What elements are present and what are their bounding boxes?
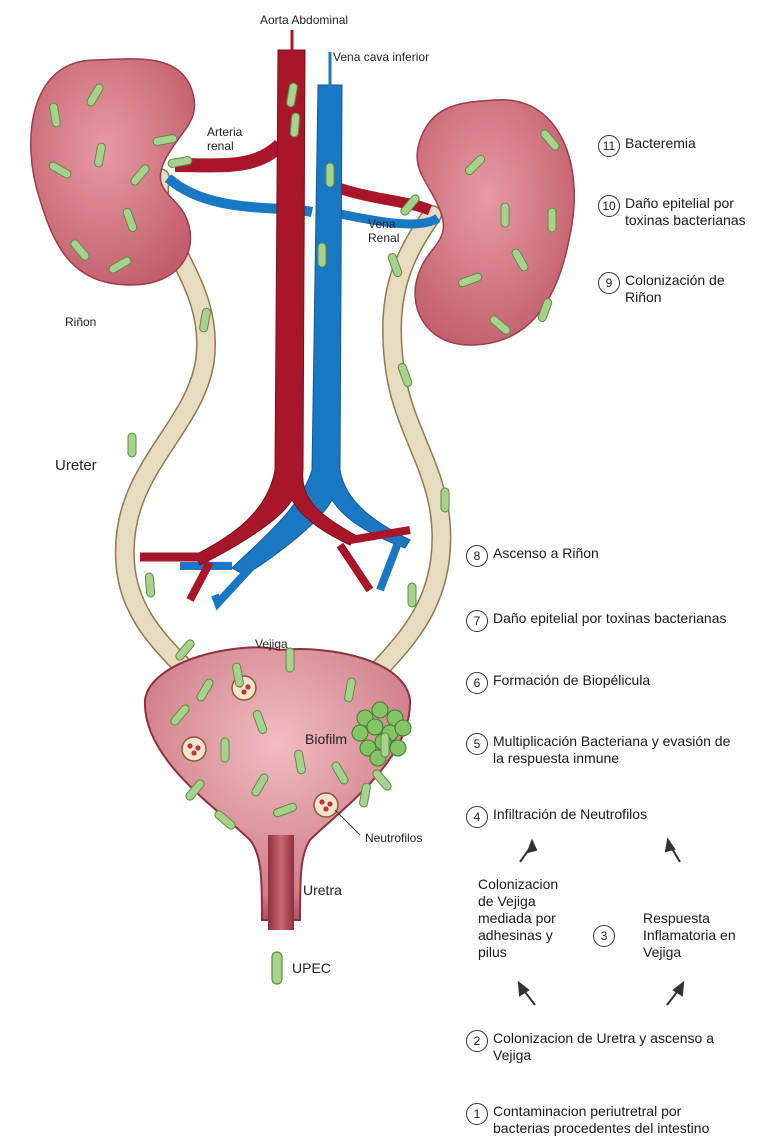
step-9-text: Colonización de Riñon [625,272,725,306]
label-neutrofilos: Neutrofilos [365,831,422,845]
step-11-text: Bacteremia [625,135,696,152]
bacterium [318,243,326,267]
neutrophil-nucleus [195,745,200,750]
step-2-number: 2 [466,1030,488,1052]
label-vena-cava: Vena cava inferior [333,50,429,64]
step-8: 8 Ascenso a Riñon [466,545,599,567]
step-5: 5 Multiplicación Bacteriana y evasión de… [466,733,730,767]
step-4: 4 Infiltración de Neutrofilos [466,806,647,828]
biofilm-cell [367,719,383,735]
neutrophil-nucleus [327,801,332,806]
step-10-text: Daño epitelial por toxinas bacterianas [625,195,746,229]
label-aorta: Aorta Abdominal [260,13,348,27]
cycle-right-text: Respuesta Inflamatoria en Vejiga [643,910,736,961]
label-uretra: Uretra [303,882,342,898]
bacterium [145,573,155,598]
bacterium [548,208,556,232]
neutrophil [182,737,206,761]
step-3: 3 [593,925,620,947]
step-9: 9 Colonización de Riñon [598,272,725,306]
step-1-text: Contaminacion periutretral por bacterias… [493,1103,709,1137]
bacterium [381,733,389,757]
step-10: 10 Daño epitelial por toxinas bacteriana… [598,195,746,229]
bacterium [290,113,300,138]
label-upec: UPEC [292,960,331,976]
step-11: 11 Bacteremia [598,135,696,157]
step-4-number: 4 [466,806,488,828]
bacterium [128,433,136,457]
step-5-text: Multiplicación Bacteriana y evasión de l… [493,733,730,767]
neutrofilos-pointer [335,810,360,835]
label-ureter: Ureter [55,457,97,474]
step-6-text: Formación de Biopélicula [493,672,650,689]
biofilm-cell [352,725,368,741]
step-6-number: 6 [466,672,488,694]
upec-legend-icon [272,952,282,984]
step-8-text: Ascenso a Riñon [493,545,599,562]
step-1-number: 1 [466,1103,488,1125]
step-11-number: 11 [598,135,620,157]
biofilm-cell [372,702,388,718]
bacterium [286,648,294,672]
label-rinon: Riñon [65,315,96,329]
neutrophil-nucleus [245,684,250,689]
urethra [268,835,294,930]
neutrophil-nucleus [241,689,246,694]
neutrophil-nucleus [319,799,324,804]
bacterium [326,163,334,187]
step-7-number: 7 [466,610,488,632]
bacterium [221,738,229,762]
label-biofilm: Biofilm [305,731,347,747]
neutrophil-nucleus [187,743,192,748]
step-1: 1 Contaminacion periutretral por bacteri… [466,1103,709,1137]
neutrophil-nucleus [191,750,196,755]
biofilm-cell [390,740,406,756]
step-4-text: Infiltración de Neutrofilos [493,806,647,823]
bacterium [371,768,393,792]
bacterium [408,583,416,607]
bacterium [501,203,509,227]
step-2-text: Colonizacion de Uretra y ascenso a Vejig… [493,1030,714,1064]
cycle-left-text: Colonizacion de Vejiga mediada por adhes… [478,876,558,961]
neutrophil [314,793,338,817]
biofilm-cell [395,720,411,736]
step-5-number: 5 [466,733,488,755]
label-vejiga: Vejiga [255,637,288,651]
step-2: 2 Colonizacion de Uretra y ascenso a Vej… [466,1030,714,1064]
step-9-number: 9 [598,272,620,294]
step-7-text: Daño epitelial por toxinas bacterianas [493,610,726,627]
step-8-number: 8 [466,545,488,567]
step-10-number: 10 [598,195,620,217]
neutrophil-nucleus [323,806,328,811]
step-3-number: 3 [593,925,615,947]
step-7: 7 Daño epitelial por toxinas bacterianas [466,610,726,632]
bacterium [441,488,449,512]
step-6: 6 Formación de Biopélicula [466,672,650,694]
